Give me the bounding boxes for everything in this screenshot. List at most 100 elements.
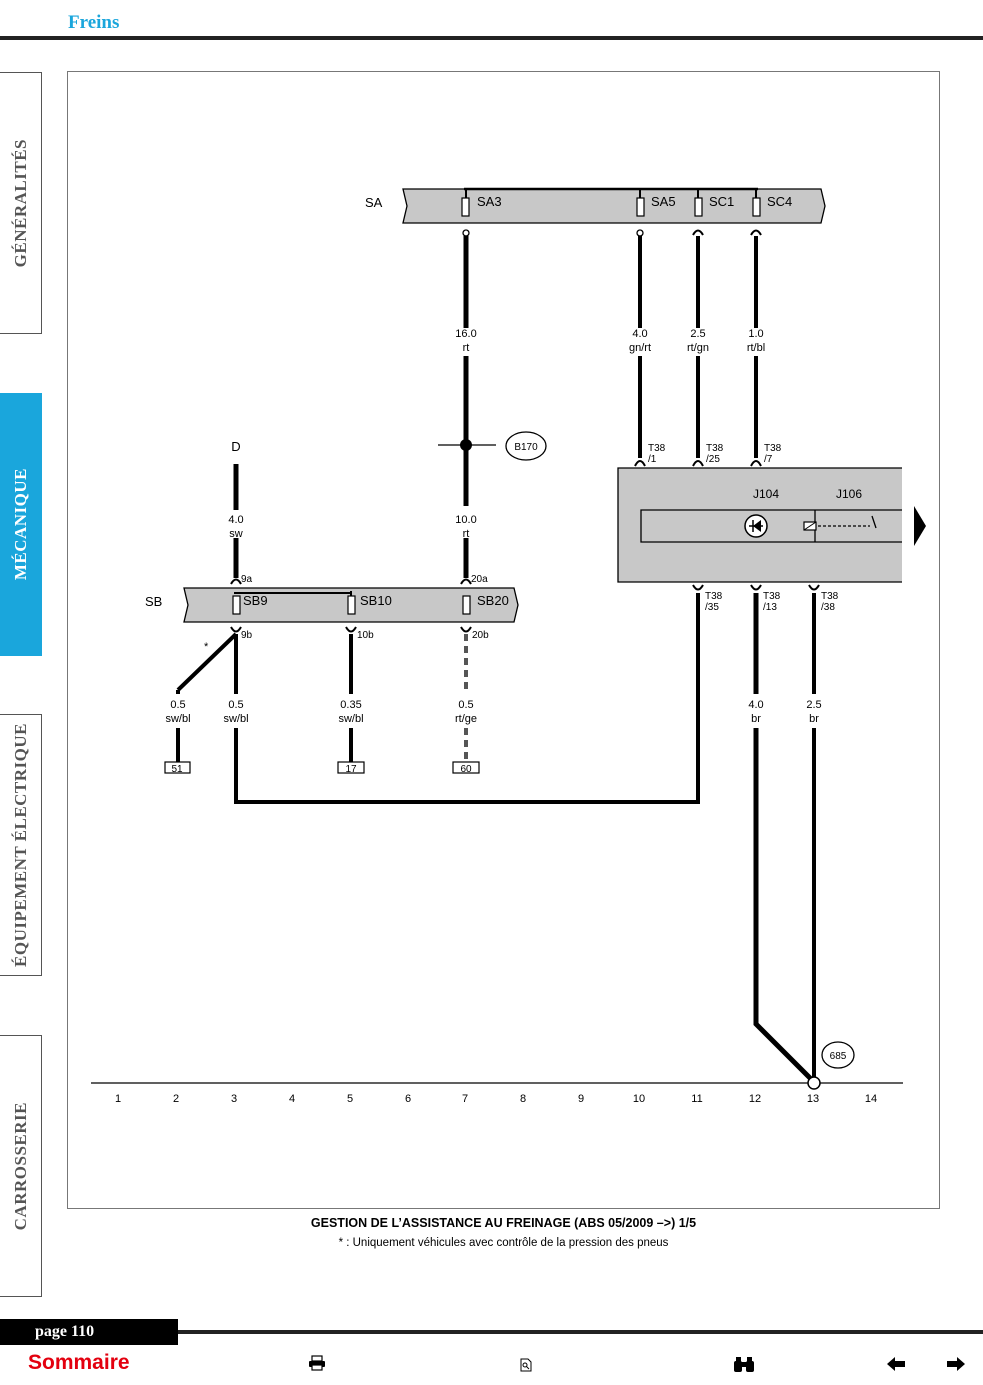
wire-label: 2.5: [806, 699, 821, 711]
wire-label: rt/ge: [455, 713, 477, 725]
wire-label: 0.5: [458, 699, 473, 711]
point-b170-label: B170: [514, 442, 538, 453]
document-zoom-icon: [520, 1358, 532, 1372]
bus-sb-label: SB: [145, 594, 162, 609]
fuse-sa5-label: SA5: [651, 194, 676, 209]
fuse-sa5: [636, 197, 645, 217]
tab-equipement-electrique[interactable]: ÉQUIPEMENT ÉLECTRIQUE: [0, 714, 42, 976]
wire-label: 0.5: [170, 699, 185, 711]
wire-4-br: [753, 728, 814, 1082]
pin-label: 9b: [241, 630, 253, 641]
continuation-17-label: 17: [345, 764, 357, 775]
fuse-sb10: [347, 595, 356, 615]
pin-label: 20b: [472, 630, 489, 641]
wire-label: 2.5: [690, 328, 705, 340]
fuse-sc1-label: SC1: [709, 194, 734, 209]
tab-generalites-label: GÉNÉRALITÉS: [10, 138, 30, 268]
page-number: page 110: [0, 1319, 178, 1345]
tab-mecanique[interactable]: MÉCANIQUE: [0, 393, 42, 656]
pin-label: 20a: [471, 574, 488, 585]
continuation-17: [337, 761, 365, 774]
continuation-60-label: 60: [460, 764, 472, 775]
connector-label: /38: [821, 602, 835, 613]
connector-label: /13: [763, 602, 777, 613]
binoculars-icon: [734, 1357, 754, 1372]
wire-label: sw: [229, 528, 243, 540]
track-number: 13: [807, 1093, 819, 1105]
pin-label: 10b: [357, 630, 374, 641]
preview-button[interactable]: [520, 1358, 532, 1377]
wire-label: sw/bl: [338, 713, 363, 725]
track-number: 6: [405, 1093, 411, 1105]
search-button[interactable]: [733, 1356, 755, 1378]
diagram-caption-title: GESTION DE L’ASSISTANCE AU FREINAGE (ABS…: [310, 1216, 697, 1230]
previous-page-button[interactable]: [886, 1357, 906, 1376]
fuse-sb20: [462, 595, 471, 615]
connector-label: T38: [821, 591, 839, 602]
fuse-sc1: [694, 197, 703, 217]
track-number: 5: [347, 1093, 353, 1105]
connector-label: T38: [763, 591, 781, 602]
connector-label: /1: [648, 454, 657, 465]
fuse-sa3-label: SA3: [477, 194, 502, 209]
wire-label: 4.0: [748, 699, 763, 711]
fuse-sc4-label: SC4: [767, 194, 792, 209]
printer-icon: [309, 1355, 325, 1371]
next-page-button[interactable]: [946, 1357, 966, 1376]
arrow-left-icon: [887, 1357, 905, 1371]
wiring-diagram-svg: SA SA3 SA5 SC1 SC4 16.0 rt 4.0 gn/rt 2.5…: [91, 187, 926, 1105]
track-number: 8: [520, 1093, 526, 1105]
wiring-diagram: SA SA3 SA5 SC1 SC4 16.0 rt 4.0 gn/rt 2.5…: [67, 71, 940, 1209]
point-685-label: 685: [830, 1051, 847, 1062]
wire-sb9-loop: [234, 593, 700, 804]
connector-label: /7: [764, 454, 773, 465]
tab-equipement-electrique-label: ÉQUIPEMENT ÉLECTRIQUE: [10, 723, 30, 967]
tab-generalites[interactable]: GÉNÉRALITÉS: [0, 72, 42, 334]
track-number: 2: [173, 1093, 179, 1105]
bus-sa: [402, 188, 826, 224]
wire-label: 16.0: [455, 328, 476, 340]
tab-carrosserie[interactable]: CARROSSERIE: [0, 1035, 42, 1297]
wire-label: 0.5: [228, 699, 243, 711]
track-numbers: 1 2 3 4 5 6 7 8 9 10 11 12 13 14: [115, 1093, 877, 1105]
print-button[interactable]: [308, 1355, 326, 1376]
fuse-sb9: [232, 595, 241, 615]
connector-label: /25: [706, 454, 720, 465]
wire-label: sw/bl: [165, 713, 190, 725]
footer-rule: [178, 1330, 983, 1334]
wire-label: 0.35: [340, 699, 361, 711]
wire-label: rt/gn: [687, 342, 709, 354]
tab-carrosserie-label: CARROSSERIE: [10, 1101, 30, 1231]
track-number: 9: [578, 1093, 584, 1105]
track-number: 14: [865, 1093, 877, 1105]
wire-label: 4.0: [228, 514, 243, 526]
track-number: 7: [462, 1093, 468, 1105]
sommaire-link[interactable]: Sommaire: [28, 1351, 130, 1374]
tab-mecanique-label: MÉCANIQUE: [10, 468, 30, 581]
diagram-caption-note: * : Uniquement véhicules avec contrôle d…: [338, 1237, 669, 1249]
component-j106: J106: [836, 487, 862, 501]
wire-label: rt: [463, 528, 470, 540]
pin-label: 9a: [241, 574, 253, 585]
wire-label: rt/bl: [747, 342, 765, 354]
point-b170: [505, 431, 547, 461]
fuse-sb20-label: SB20: [477, 593, 509, 608]
ref-d: D: [231, 439, 240, 454]
fuse-sb10-label: SB10: [360, 593, 392, 608]
continuation-arrow-icon: [914, 506, 926, 546]
header-rule: [0, 36, 983, 40]
wire-label: 4.0: [632, 328, 647, 340]
wire-label: rt: [463, 342, 470, 354]
connector-label: T38: [648, 443, 666, 454]
track-number: 4: [289, 1093, 295, 1105]
star-note-marker: *: [204, 641, 209, 653]
continuation-60: [452, 761, 480, 774]
track-number: 11: [691, 1093, 702, 1105]
wire-label: sw/bl: [223, 713, 248, 725]
wire-label: 10.0: [455, 514, 476, 526]
wire-label: br: [809, 713, 819, 725]
ground-point: [807, 1076, 821, 1090]
fuse-sa3: [461, 197, 470, 217]
connector-label: T38: [706, 443, 724, 454]
connector-label: /35: [705, 602, 719, 613]
